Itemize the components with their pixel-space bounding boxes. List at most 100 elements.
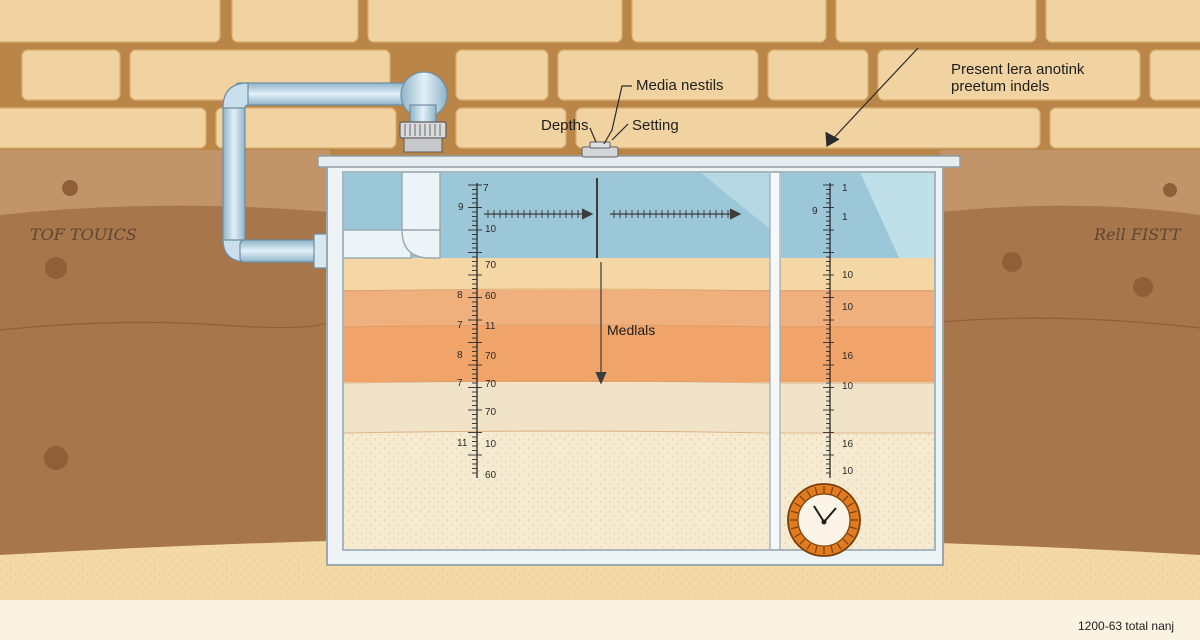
ruler-label: 10 (485, 439, 497, 450)
flow-arrowhead-down (595, 371, 607, 385)
filter-tank (317, 141, 961, 566)
gauge-tick (849, 526, 857, 530)
ruler-label: 70 (485, 351, 497, 362)
gauge-pivot (821, 519, 827, 525)
gauge-tick (830, 487, 834, 495)
inner-inlet-elbow (342, 229, 412, 259)
gauge-tick (814, 487, 818, 495)
wall-brick (575, 107, 1041, 149)
ruler-side-label: 9 (812, 206, 818, 217)
gauge-tick (794, 532, 801, 538)
ruler-side-label: 7 (457, 320, 463, 331)
gauge-tick (806, 490, 812, 497)
wall-brick (455, 49, 549, 101)
ruler-label: 11 (485, 321, 496, 332)
tank-inner-frame (342, 171, 936, 551)
wall-brick (557, 49, 759, 101)
water-highlight (860, 172, 935, 260)
soil-band-right (940, 150, 1200, 215)
setting-leader (611, 123, 629, 141)
wall-brick (21, 49, 121, 101)
present-arrowhead (825, 131, 840, 148)
soil-right (940, 150, 1200, 555)
media-nestils-leader (603, 85, 632, 145)
media-layer-left (343, 326, 771, 384)
media-nestils-label: Media nestils (636, 77, 724, 94)
medials-label: Medlals (607, 322, 655, 338)
pipe-coupling (313, 233, 329, 269)
gauge-tick (791, 510, 799, 514)
gauge-ticks (790, 486, 858, 554)
depths-leader (589, 127, 597, 143)
ruler-label: 1 (842, 183, 848, 194)
ruler-label: 70 (485, 260, 497, 271)
soil-stone (45, 257, 67, 279)
gauge-tick (806, 543, 812, 550)
flow-arrowhead-right (729, 208, 742, 220)
soil-band-left (0, 150, 330, 215)
wall-brick (1149, 49, 1200, 101)
left-wall-text: TOF TOUICS (30, 225, 137, 244)
pipe-top-horizontal (234, 82, 416, 106)
wall-brick (367, 0, 623, 43)
ground-light (0, 600, 1200, 640)
tank-lid (317, 155, 961, 168)
water-highlight (700, 172, 771, 230)
wall-brick (835, 0, 1037, 43)
wall-brick (215, 107, 397, 149)
soil-left (0, 150, 330, 555)
ruler-side-label: 8 (457, 350, 463, 361)
gauge-tick (799, 538, 806, 545)
gauge-tick (836, 490, 842, 497)
tank-divider (769, 171, 781, 551)
callouts (589, 47, 919, 148)
ruler-label: 10 (842, 302, 854, 313)
setting-fitting-cap (589, 141, 611, 149)
soil-stone (44, 446, 68, 470)
pressure-gauge (787, 483, 861, 557)
wall-brick (231, 0, 359, 43)
pipe-bottom-horizontal (239, 239, 323, 263)
wall-brick (877, 49, 1141, 101)
gauge-tick (814, 545, 818, 553)
flow-arrowhead-left (581, 208, 594, 220)
depths-label: Depths (541, 117, 589, 134)
present-leader (829, 47, 919, 143)
wall-brick (631, 0, 827, 43)
present-label-line1: Present lera anotink (951, 61, 1085, 78)
wall-brick (1045, 0, 1200, 43)
ruler-side-label: 11 (457, 438, 468, 449)
gauge-tick (847, 502, 854, 508)
ruler-label: 70 (485, 379, 497, 390)
soil-stone (1163, 183, 1177, 197)
gauge-tick (842, 538, 849, 545)
pipe-collar (403, 137, 443, 153)
gauge-tick (836, 543, 842, 550)
soil-stone (1002, 252, 1022, 272)
present-label-line2: preetum indels (951, 78, 1049, 95)
gauge-tick (791, 526, 799, 530)
gauge-tick (847, 532, 854, 538)
media-layer-left (343, 290, 771, 328)
pipe-vertical (222, 99, 246, 249)
gauge-tick (830, 545, 834, 553)
ruler-label: 10 (485, 224, 497, 235)
pipe-elbow-top (222, 82, 249, 109)
setting-label: Setting (632, 117, 679, 134)
media-layer-right (780, 382, 935, 434)
ruler-label: 16 (842, 351, 854, 362)
soil-crack-left (0, 319, 331, 331)
media-layers (342, 258, 935, 550)
soil-stone (1133, 277, 1153, 297)
ruler-side-label: 8 (457, 290, 463, 301)
wall-brick (767, 49, 869, 101)
layer-boundary (342, 288, 772, 292)
inner-inlet-curve (401, 229, 441, 259)
ruler-side-label: 9 (458, 202, 464, 213)
ruler-label: 10 (842, 381, 854, 392)
ruler-label: 10 (842, 270, 854, 281)
ruler-label: 60 (485, 291, 497, 302)
sand-texture (343, 432, 771, 550)
